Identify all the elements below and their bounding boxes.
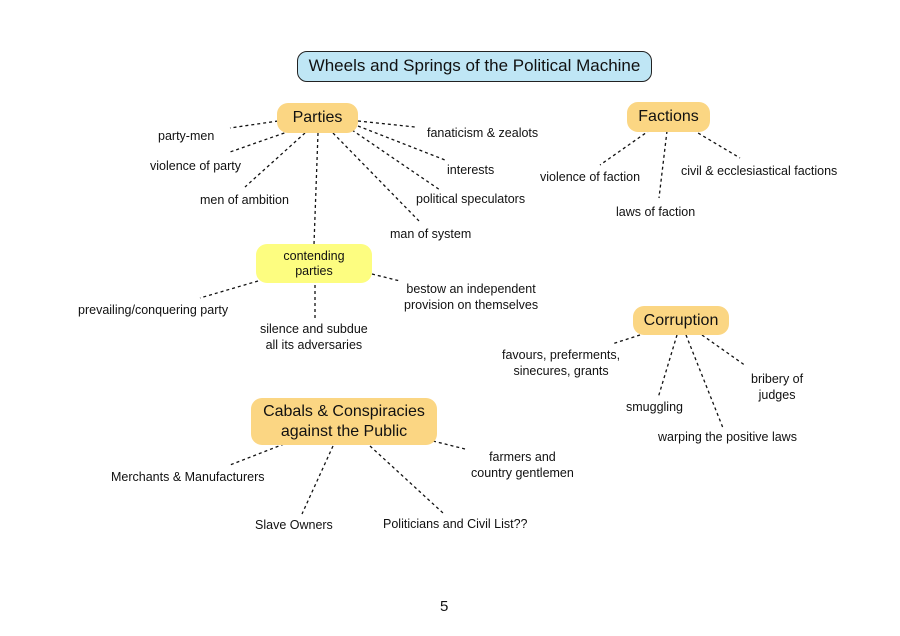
link-factions-violence (599, 129, 651, 166)
link-corruption-warping (685, 334, 724, 429)
link-factions-laws (658, 130, 668, 199)
leaf-interests: interests (447, 163, 495, 177)
link-corruption-bribery (701, 334, 747, 367)
leaf-violence-of-faction: violence of faction (540, 170, 641, 184)
leaf-farmers-country-gentlemen: farmers and country gentlemen (471, 450, 574, 480)
leaf-violence-of-party: violence of party (150, 159, 242, 173)
link-parties-ambition (244, 132, 306, 188)
link-parties-contending (313, 132, 319, 245)
diagram-title: Wheels and Springs of the Political Mach… (297, 51, 652, 82)
link-cabals-merchants (229, 443, 285, 466)
leaf-civil-ecclesiastical-factions: civil & ecclesiastical factions (681, 164, 838, 178)
leaf-silence-adversaries: silence and subdue all its adversaries (260, 322, 368, 352)
link-cabals-slave-owners (301, 445, 334, 515)
leaf-smuggling: smuggling (626, 400, 683, 414)
topic-corruption: Corruption (633, 306, 729, 335)
leaf-warping-positive-laws: warping the positive laws (658, 430, 797, 444)
topic-factions: Factions (627, 102, 710, 132)
leaf-bestow-provision: bestow an independent provision on thems… (404, 282, 539, 312)
link-parties-violence (229, 130, 291, 153)
subtopic-contending-parties: contending parties (256, 244, 372, 283)
leaf-men-of-ambition: men of ambition (200, 193, 289, 207)
leaf-fanaticism-zealots: fanaticism & zealots (427, 126, 539, 140)
link-cabals-politicians (369, 445, 444, 514)
link-factions-civil (692, 129, 741, 159)
topic-cabals-conspiracies: Cabals & Conspiracies against the Public (251, 398, 437, 445)
link-parties-fanaticism (357, 120, 416, 128)
link-parties-party-men (229, 120, 279, 129)
link-contending-bestow (371, 273, 401, 282)
leaf-man-of-system: man of system (390, 227, 472, 241)
leaf-political-speculators: political speculators (416, 192, 526, 206)
leaf-bribery-of-judges: bribery of judges (751, 372, 804, 402)
leaf-merchants-manufacturers: Merchants & Manufacturers (111, 470, 265, 484)
leaf-laws-of-faction: laws of faction (616, 205, 696, 219)
leaf-favours-preferments: favours, preferments, sinecures, grants (502, 348, 621, 378)
link-parties-system (332, 132, 421, 223)
leaf-slave-owners: Slave Owners (255, 518, 333, 532)
topic-parties: Parties (277, 103, 358, 133)
leaf-politicians-civil-list: Politicians and Civil List?? (383, 517, 528, 531)
link-corruption-favours (611, 334, 641, 345)
link-corruption-smuggling (657, 334, 678, 399)
link-cabals-farmers (432, 440, 466, 450)
link-contending-prevailing (199, 280, 259, 299)
leaf-prevailing-party: prevailing/conquering party (78, 303, 229, 317)
page-number: 5 (440, 598, 449, 615)
leaf-party-men: party-men (158, 129, 215, 143)
